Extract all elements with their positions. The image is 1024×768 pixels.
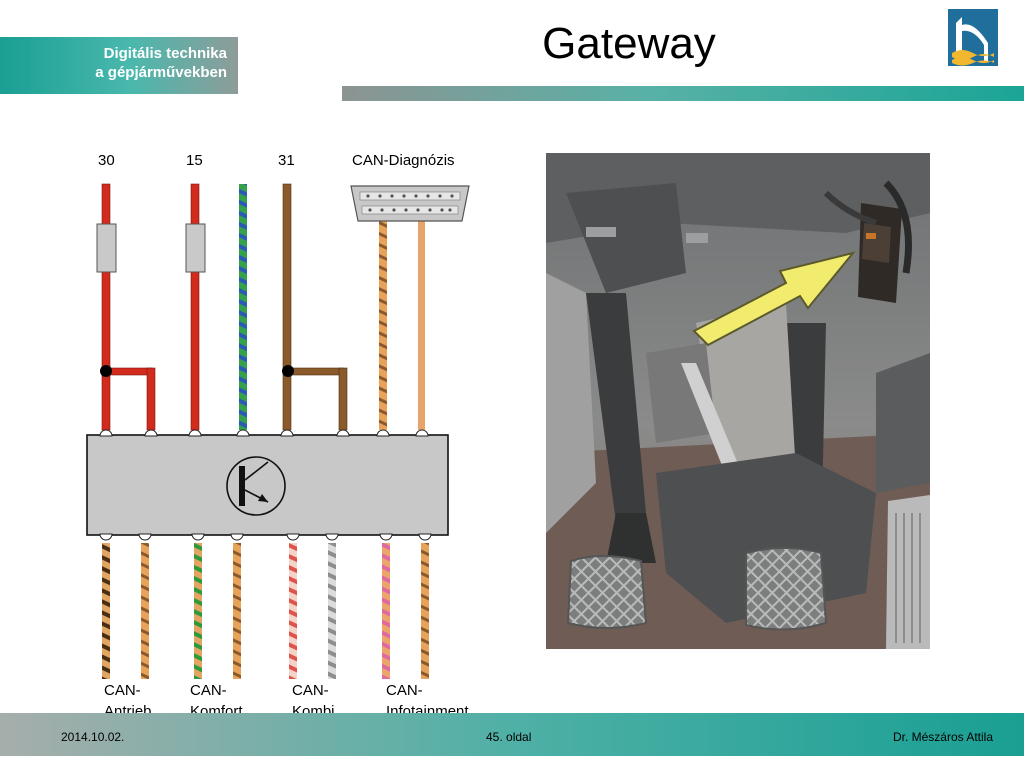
fuse-30-icon bbox=[96, 223, 117, 273]
wire-30 bbox=[96, 183, 156, 431]
wire-can-diag-low bbox=[418, 220, 425, 430]
top-terminals bbox=[99, 429, 429, 437]
wire-can-kombi-low bbox=[328, 543, 336, 679]
footer-bar bbox=[0, 713, 1024, 756]
course-title-line2: a gépjárművekben bbox=[95, 64, 227, 81]
diagnostic-connector-icon bbox=[350, 185, 470, 222]
wire-can-antrieb-low bbox=[141, 543, 149, 679]
wire-green-blue bbox=[239, 184, 247, 430]
slide-title: Gateway bbox=[542, 19, 716, 68]
footer-date: 2014.10.02. bbox=[61, 730, 125, 744]
wire-15 bbox=[185, 183, 206, 431]
wire-can-kombi-high bbox=[289, 543, 297, 679]
footer-author: Dr. Mészáros Attila bbox=[892, 730, 993, 744]
pin-label-15: 15 bbox=[186, 152, 203, 169]
wire-31 bbox=[282, 183, 348, 431]
junction-dot-31 bbox=[282, 365, 294, 377]
bus-label-prefix: CAN- bbox=[292, 682, 329, 699]
transistor-icon bbox=[226, 456, 286, 516]
pin-label-30: 30 bbox=[98, 152, 115, 169]
wire-can-komfort-low bbox=[233, 543, 241, 679]
wire-can-infotainment-low bbox=[421, 543, 429, 679]
pin-label-31: 31 bbox=[278, 152, 295, 169]
wire-can-komfort-high bbox=[194, 543, 202, 679]
wire-can-diag-high bbox=[379, 220, 387, 430]
bus-label-prefix: CAN- bbox=[386, 682, 423, 699]
university-logo-icon bbox=[948, 9, 998, 66]
bus-label-prefix: CAN- bbox=[190, 682, 227, 699]
footer-page-number: 45. oldal bbox=[486, 730, 532, 744]
bus-label-prefix: CAN- bbox=[104, 682, 141, 699]
wire-can-infotainment-high bbox=[382, 543, 390, 679]
title-underline-bar bbox=[342, 86, 1024, 101]
gateway-location-photo bbox=[546, 153, 930, 649]
gateway-control-unit bbox=[86, 434, 449, 536]
course-title-tab: Digitális technika a gépjárművekben bbox=[0, 37, 238, 94]
course-title-line1: Digitális technika bbox=[103, 45, 227, 62]
wire-can-antrieb-high bbox=[102, 543, 110, 679]
junction-dot-30 bbox=[100, 365, 112, 377]
bottom-terminals bbox=[99, 533, 432, 541]
pin-label-can-diagnosis: CAN-Diagnózis bbox=[352, 152, 455, 169]
fuse-15-icon bbox=[185, 223, 206, 273]
